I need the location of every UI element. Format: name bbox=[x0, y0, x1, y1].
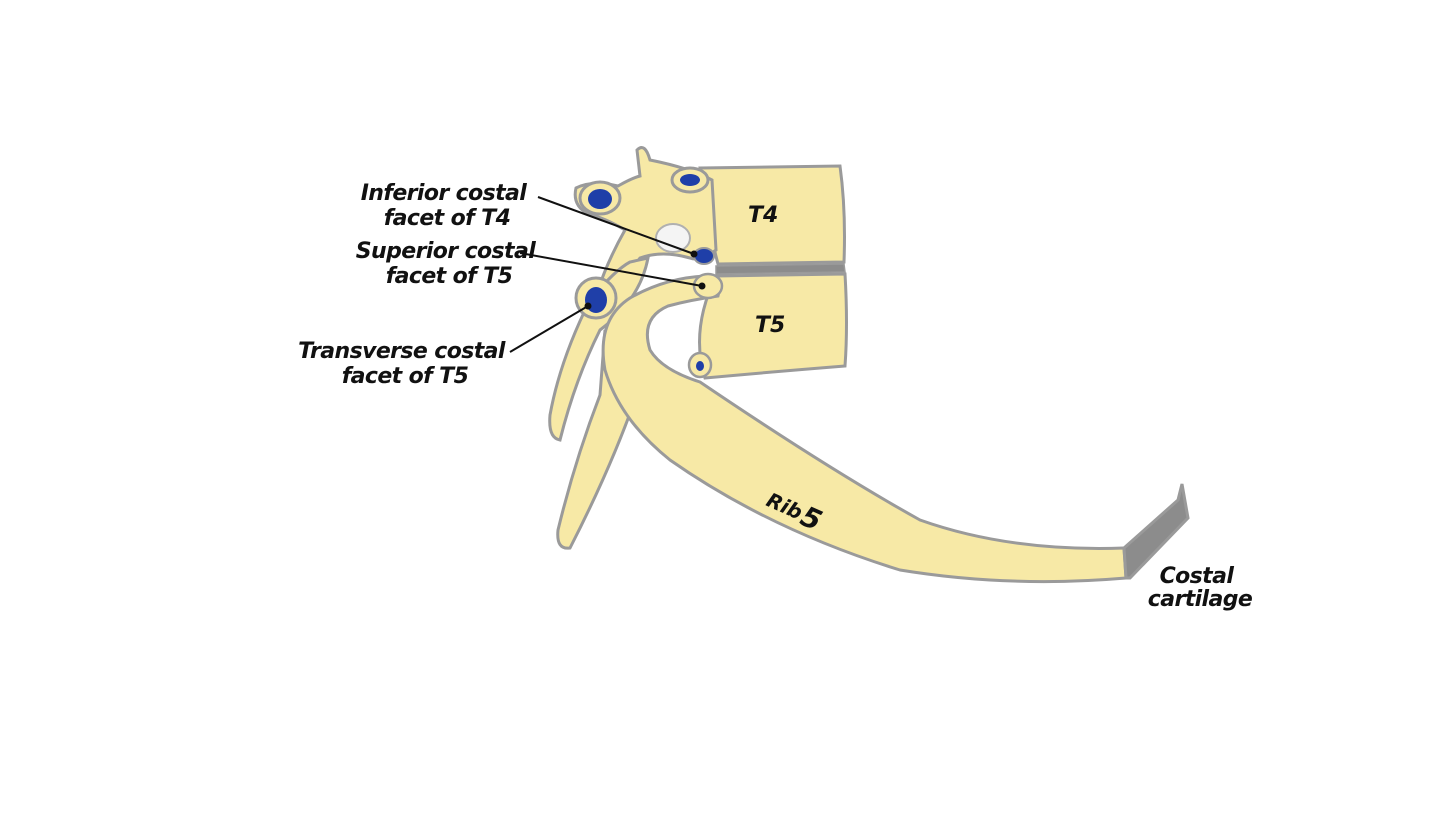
superior-facet-leader bbox=[519, 252, 703, 287]
inferior-facet-label: Inferior costal facet of T4 bbox=[361, 181, 534, 231]
t5-inferior-facet bbox=[696, 361, 704, 371]
joint-capsule bbox=[655, 223, 691, 253]
t5-label: T5 bbox=[755, 313, 785, 338]
inferior-costal-facet-t4 bbox=[693, 247, 715, 265]
rib-5 bbox=[601, 274, 1128, 584]
transverse-facet-dot bbox=[584, 302, 592, 310]
transverse-facet-label: Transverse costal facet of T5 bbox=[298, 339, 512, 389]
costal-cartilage-line-1: Costal bbox=[1160, 564, 1235, 589]
inferior-facet-leader bbox=[537, 196, 695, 255]
t5-vertebral-body bbox=[698, 272, 848, 380]
t4-transverse-facet bbox=[588, 189, 612, 209]
costal-cartilage-line-2: cartilage bbox=[1148, 587, 1253, 612]
superior-facet-label: Superior costal facet of T5 bbox=[356, 239, 542, 289]
t4-superior-facet bbox=[680, 174, 700, 186]
transverse-facet-leader bbox=[509, 305, 589, 353]
intervertebral-disc bbox=[715, 263, 846, 275]
inferior-facet-line-1: Inferior costal bbox=[361, 181, 528, 206]
costal-cartilage-label: Costal cartilage bbox=[1148, 564, 1253, 612]
superior-facet-line-1: Superior costal bbox=[356, 239, 536, 264]
t4-label: T4 bbox=[748, 203, 778, 228]
transverse-facet-line-1: Transverse costal bbox=[298, 339, 506, 364]
inferior-facet-dot bbox=[690, 250, 698, 258]
superior-facet-line-2: facet of T5 bbox=[386, 264, 513, 289]
transverse-facet-line-2: facet of T5 bbox=[342, 364, 469, 389]
inferior-facet-line-2: facet of T4 bbox=[384, 206, 511, 231]
costal-cartilage bbox=[1122, 483, 1190, 580]
superior-facet-dot bbox=[698, 282, 706, 290]
rib-head bbox=[692, 272, 724, 300]
